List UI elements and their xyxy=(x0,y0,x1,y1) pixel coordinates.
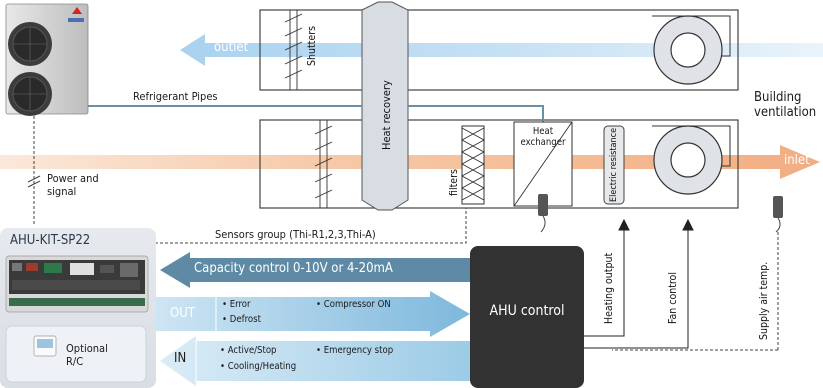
heat-recovery-label: Heat recovery xyxy=(380,80,393,150)
inlet-airflow-arrow xyxy=(0,145,820,179)
heat-recovery-unit xyxy=(361,1,409,211)
ahu-control-box xyxy=(470,246,584,388)
remote-controller-icon xyxy=(33,335,57,357)
out-tag: OUT xyxy=(170,306,195,321)
sensors-group-line xyxy=(155,207,543,244)
power-signal-line2: signal xyxy=(47,184,77,198)
out-item-error: • Error xyxy=(222,299,251,310)
kit-title: AHU-KIT-SP22 xyxy=(10,233,91,248)
building-ventilation-line1: Building xyxy=(754,90,802,105)
supply-air-temp-sensor xyxy=(612,196,783,351)
power-signal-line1: Power and xyxy=(47,172,99,185)
fan-control-line xyxy=(584,218,694,349)
capacity-control-label: Capacity control 0-10V or 4-20mA xyxy=(194,261,393,276)
building-ventilation-line2: ventilation xyxy=(754,104,817,120)
fan-control-label: Fan control xyxy=(667,272,679,324)
in-signal-arrow xyxy=(160,336,470,386)
in-tag: IN xyxy=(174,351,187,366)
shutters-top xyxy=(284,10,303,90)
supply-duct xyxy=(259,119,739,209)
filters-label: filters xyxy=(448,169,460,196)
supply-fan-icon xyxy=(652,125,731,195)
refrigerant-pipe-to-exchanger xyxy=(408,105,544,122)
in-item-active-stop: • Active/Stop xyxy=(220,345,277,356)
shutters-bottom xyxy=(314,120,333,208)
outlet-label: outlet xyxy=(214,40,249,55)
sensors-group-label: Sensors group (Thi-R1,2,3,Thi-A) xyxy=(215,228,376,241)
optional-rc-label: Optional R/C xyxy=(66,342,108,368)
inlet-label: inlet xyxy=(784,153,810,168)
optional-rc-line2: R/C xyxy=(66,354,84,368)
exhaust-fan-icon xyxy=(652,15,731,85)
ahu-control-label: AHU control xyxy=(489,303,565,319)
building-ventilation-label: Building ventilation xyxy=(754,90,817,121)
outdoor-unit xyxy=(5,3,89,116)
heating-output-label: Heating output xyxy=(603,252,615,324)
refrigerant-pipes-label: Refrigerant Pipes xyxy=(133,90,218,103)
out-item-defrost: • Defrost xyxy=(222,314,261,325)
exchanger-temp-sensor xyxy=(538,194,548,233)
capacity-control-arrow xyxy=(160,252,470,288)
electric-resistance-label: Electric resistance xyxy=(609,127,619,202)
filters-zigzag-2 xyxy=(461,127,485,201)
outlet-airflow-arrow xyxy=(180,34,823,66)
out-item-compressor-on: • Compressor ON xyxy=(316,299,391,310)
filters-zigzag xyxy=(461,127,485,201)
heating-output-line xyxy=(584,218,630,337)
heat-exchanger-label-line1: Heat xyxy=(532,126,554,137)
heat-exchanger-diagonal xyxy=(513,121,573,207)
in-item-emergency-stop: • Emergency stop xyxy=(316,345,394,356)
power-signal-label: Power and signal xyxy=(47,172,99,198)
shutters-label: Shutters xyxy=(306,26,318,66)
heat-exchanger-label-line2: exchanger xyxy=(520,136,566,148)
controller-board xyxy=(5,255,149,313)
in-item-cooling-heating: • Cooling/Heating xyxy=(220,361,297,372)
exhaust-duct xyxy=(259,9,739,91)
optional-rc-line1: Optional xyxy=(66,342,108,355)
supply-air-temp-label: Supply air temp. xyxy=(758,261,770,340)
electric-resistance-box xyxy=(603,125,625,205)
out-signal-arrow xyxy=(156,291,470,337)
heat-exchanger-label: Heat exchanger xyxy=(519,126,567,149)
power-signal-break xyxy=(27,175,41,188)
